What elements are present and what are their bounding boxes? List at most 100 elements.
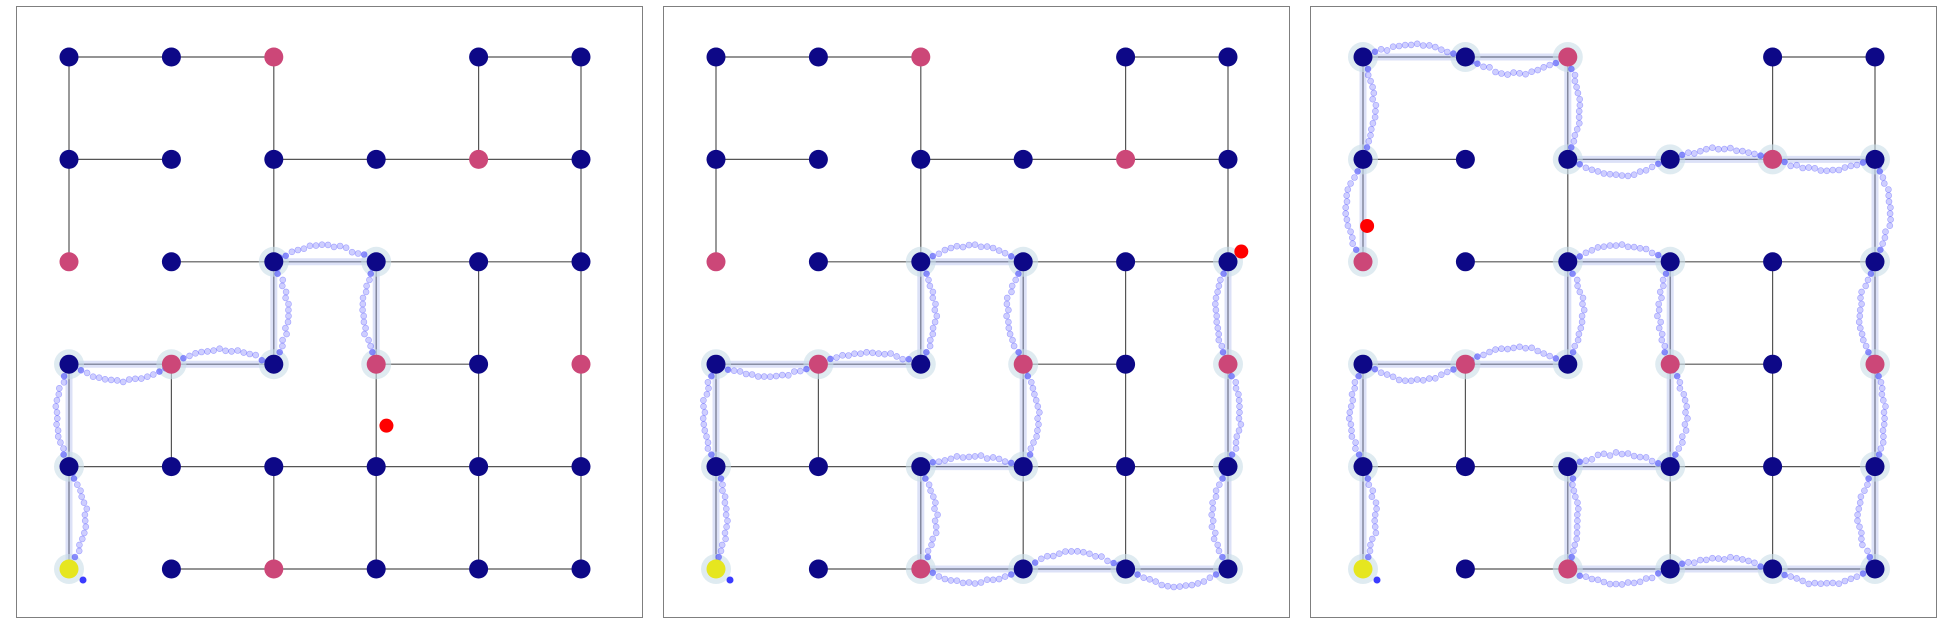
trajectory-point bbox=[1354, 168, 1361, 175]
trajectory-point bbox=[721, 529, 729, 537]
trajectory-point bbox=[1206, 574, 1214, 582]
trajectory-point bbox=[1215, 330, 1223, 338]
trajectory-point bbox=[1211, 529, 1219, 537]
trajectory-point bbox=[708, 372, 715, 380]
trajectory-point bbox=[947, 244, 955, 252]
trajectory-point bbox=[1228, 451, 1236, 458]
trajectory-start-point bbox=[1373, 576, 1381, 584]
trajectory-point bbox=[366, 276, 373, 284]
trajectory-point bbox=[1571, 342, 1579, 350]
trajectory-point bbox=[1574, 499, 1581, 507]
trajectory-point bbox=[77, 366, 85, 374]
trajectory-point bbox=[1680, 390, 1688, 398]
trajectory-point bbox=[722, 511, 730, 519]
trajectory-point bbox=[78, 493, 85, 501]
graph-node bbox=[571, 47, 591, 67]
graph-node bbox=[1660, 457, 1680, 477]
trajectory-point bbox=[929, 535, 937, 543]
trajectory-point bbox=[367, 270, 375, 278]
trajectory-point bbox=[1146, 575, 1154, 583]
trajectory-point bbox=[1568, 553, 1576, 561]
trajectory-point bbox=[222, 347, 229, 355]
trajectory-point bbox=[1823, 167, 1831, 175]
trajectory-point bbox=[1363, 144, 1371, 151]
trajectory-point bbox=[279, 336, 286, 344]
trajectory-point bbox=[1811, 579, 1819, 587]
trajectory-point bbox=[1369, 95, 1377, 103]
trajectory-point bbox=[977, 243, 985, 251]
trajectory-point bbox=[1847, 575, 1855, 583]
trajectory-start-point bbox=[726, 576, 734, 584]
trajectory-point bbox=[1351, 384, 1359, 392]
trajectory-point bbox=[1027, 378, 1035, 386]
trajectory-point bbox=[279, 342, 286, 350]
trajectory-point bbox=[1672, 451, 1679, 458]
trajectory-point bbox=[1029, 384, 1037, 392]
trajectory-point bbox=[1364, 553, 1372, 561]
trajectory-point bbox=[1859, 159, 1867, 166]
trajectory bbox=[52, 241, 380, 573]
trajectory-point bbox=[947, 577, 955, 584]
trajectory-point bbox=[1492, 346, 1499, 353]
special-node bbox=[1455, 354, 1475, 374]
trajectory-point bbox=[1582, 164, 1590, 172]
graph-node bbox=[706, 47, 726, 67]
trajectory-point bbox=[1594, 451, 1602, 459]
graph-node bbox=[1865, 457, 1885, 477]
trajectory-point bbox=[748, 371, 756, 378]
trajectory-point bbox=[1648, 457, 1656, 465]
trajectory-point bbox=[1678, 433, 1686, 440]
trajectory-point bbox=[1654, 570, 1662, 577]
trajectory-point bbox=[1034, 403, 1042, 410]
trajectory bbox=[699, 241, 1245, 591]
trajectory-point bbox=[1342, 210, 1350, 217]
trajectory-point bbox=[1594, 576, 1602, 584]
trajectory-point bbox=[360, 312, 368, 320]
trajectory-point bbox=[1878, 384, 1886, 392]
trajectory-point bbox=[1879, 439, 1887, 446]
trajectory-point bbox=[1576, 253, 1584, 260]
graph-plot-2 bbox=[699, 47, 1249, 591]
trajectory-point bbox=[1104, 557, 1111, 565]
trajectory-point bbox=[76, 541, 83, 549]
trajectory-point bbox=[1372, 529, 1380, 537]
trajectory-point bbox=[1498, 70, 1505, 77]
trajectory-point bbox=[931, 505, 938, 513]
trajectory-point bbox=[953, 577, 961, 585]
trajectory-point bbox=[1661, 342, 1669, 350]
trajectory-point bbox=[1345, 415, 1353, 422]
trajectory-point bbox=[330, 243, 338, 251]
trajectory-point bbox=[1636, 245, 1644, 252]
graph-node bbox=[1013, 252, 1033, 272]
trajectory-point bbox=[1684, 149, 1692, 156]
trajectory-point bbox=[995, 455, 1003, 463]
graph-node bbox=[1218, 252, 1238, 272]
special-node bbox=[1013, 354, 1033, 374]
trajectory-point bbox=[1841, 577, 1849, 585]
trajectory-point bbox=[1215, 282, 1223, 290]
trajectory-point bbox=[989, 576, 997, 584]
trajectory-point bbox=[1407, 41, 1415, 49]
trajectory-point bbox=[1630, 579, 1638, 587]
trajectory-point bbox=[1612, 449, 1620, 456]
trajectory-point bbox=[721, 499, 729, 507]
trajectory-point bbox=[274, 270, 281, 278]
trajectory-point bbox=[1182, 582, 1190, 589]
trajectory-point bbox=[1419, 376, 1427, 384]
trajectory-point bbox=[1031, 559, 1039, 566]
trajectory-point bbox=[929, 294, 937, 302]
trajectory-point bbox=[791, 368, 798, 375]
graph-node bbox=[571, 252, 591, 272]
trajectory-point bbox=[1212, 571, 1220, 578]
trajectory-point bbox=[1200, 578, 1208, 585]
trajectory-point bbox=[1010, 342, 1018, 350]
trajectory-point bbox=[730, 367, 738, 375]
graph-node bbox=[1558, 354, 1578, 374]
trajectory-point bbox=[1213, 318, 1221, 326]
trajectory-point bbox=[1371, 517, 1379, 525]
trajectory-point bbox=[1349, 240, 1357, 247]
trajectory-point bbox=[754, 373, 762, 380]
trajectory-point bbox=[1578, 318, 1586, 326]
graph-node bbox=[161, 457, 181, 477]
trajectory-point bbox=[83, 505, 91, 513]
